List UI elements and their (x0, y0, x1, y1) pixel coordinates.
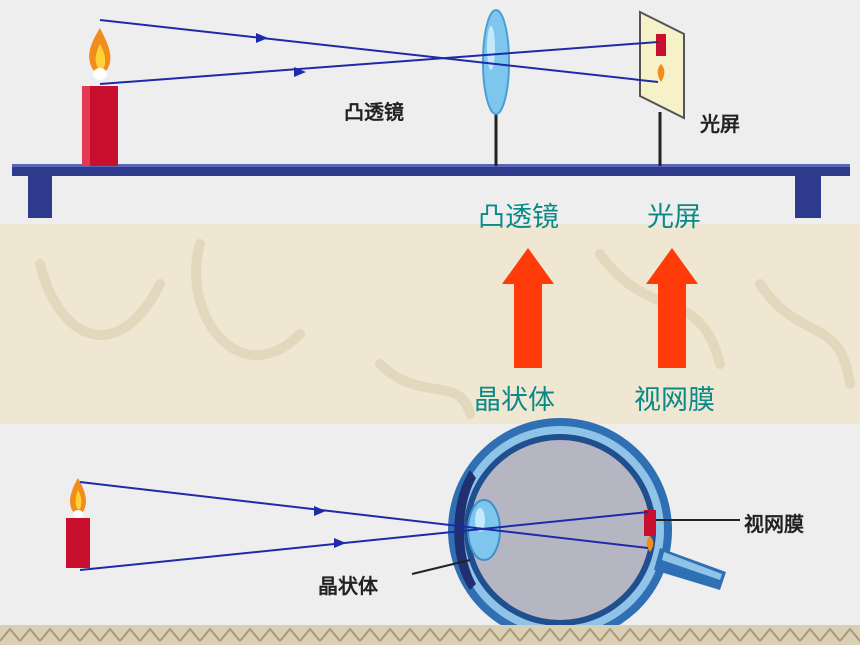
leader-lines (411, 519, 740, 575)
up-arrow-icon (502, 248, 554, 284)
eye-panel (0, 424, 860, 625)
eyeball (448, 418, 726, 642)
vitreous-body (470, 440, 650, 620)
eye-rays (79, 481, 649, 571)
analogy-screen-term: 光屏 (647, 202, 701, 233)
iris (454, 470, 476, 590)
bench-leg-left (28, 176, 52, 218)
analogy-lens-term: 凸透镜 (478, 202, 559, 233)
analogy-eye-lens-term: 晶状体 (474, 385, 555, 416)
convex-lens (482, 9, 510, 166)
top-rays (99, 19, 659, 85)
analogy-arrow-screen (646, 248, 698, 368)
analogy-retina-term: 视网膜 (634, 385, 715, 416)
ray-arrow-icon (334, 538, 346, 548)
eye-lens-label: 晶状体 (318, 574, 378, 598)
light-screen (639, 10, 685, 166)
up-arrow-icon (646, 248, 698, 284)
candle (82, 28, 118, 166)
retina-label: 视网膜 (744, 512, 804, 536)
ray-arrow-icon (256, 33, 268, 43)
ray-arrow-icon (294, 67, 306, 77)
screen-label: 光屏 (700, 112, 740, 136)
bottom-candle (66, 478, 90, 568)
inverted-image (656, 34, 666, 56)
bench-leg-right (795, 176, 821, 218)
ray-arrow-icon (314, 506, 326, 516)
retina-image (644, 510, 656, 536)
analogy-band (0, 224, 860, 424)
bench-rail (12, 166, 850, 176)
optical-bench (12, 164, 850, 218)
lens-label: 凸透镜 (344, 100, 404, 124)
camera-analogy-panel (0, 0, 860, 224)
analogy-arrow-lens (502, 248, 554, 368)
decorative-border (0, 625, 860, 645)
